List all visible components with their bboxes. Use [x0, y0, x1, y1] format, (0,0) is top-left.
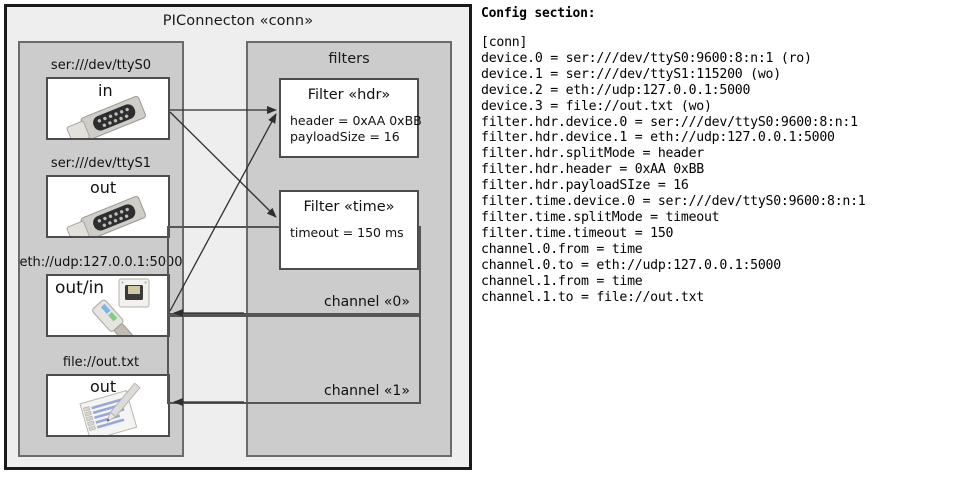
filter-props-hdr: header = 0xAA 0xBB payloadSize = 16: [290, 113, 422, 144]
device-direction-label: out/in: [55, 278, 105, 298]
serial-connector-icon: [66, 195, 146, 236]
filter-box-hdr[interactable]: Filter «hdr» header = 0xAA 0xBB payloadS…: [279, 78, 422, 158]
device-box-file[interactable]: out: [46, 374, 170, 437]
channel-frame-1: [167, 315, 421, 404]
device-label-ttys1: ser:///dev/ttyS1: [50, 156, 152, 171]
device-box-ttys1[interactable]: out: [46, 175, 170, 238]
channel-label-0: channel «0»: [324, 294, 410, 310]
device-direction-label: in: [98, 81, 113, 100]
device-direction-label: out: [90, 178, 117, 197]
filter-props-time-overlay: timeout = 150 ms: [290, 225, 404, 240]
device-direction-label: out: [90, 377, 117, 396]
device-box-eth[interactable]: out/in: [46, 274, 170, 337]
filter-box-time-overlay: Filter «time» timeout = 150 ms: [279, 190, 419, 270]
device-label-ttys0: ser:///dev/ttyS0: [50, 58, 152, 73]
config-heading: Config section:: [481, 6, 596, 21]
device-box-ttys0[interactable]: in: [46, 77, 170, 140]
filters-panel-title: filters: [328, 51, 370, 67]
filter-title-hdr: Filter «hdr»: [307, 87, 391, 103]
filter-title-time-overlay: Filter «time»: [303, 199, 395, 215]
text-file-icon: [79, 382, 141, 435]
diagram-title: PIConnecton «conn»: [162, 13, 314, 29]
serial-connector-icon: [66, 95, 146, 138]
connection-diagram: PIConnecton «conn» ser:///dev/ttyS0 in: [4, 4, 472, 470]
ethernet-jack-icon: [92, 278, 150, 335]
config-text: [conn] device.0 = ser:///dev/ttyS0:9600:…: [481, 35, 866, 305]
config-section: Config section: [conn] device.0 = ser://…: [481, 6, 959, 305]
channel-label-1: channel «1»: [324, 383, 410, 399]
device-label-file: file://out.txt: [62, 355, 140, 370]
device-label-eth: eth://udp:127.0.0.1:5000: [19, 255, 183, 270]
